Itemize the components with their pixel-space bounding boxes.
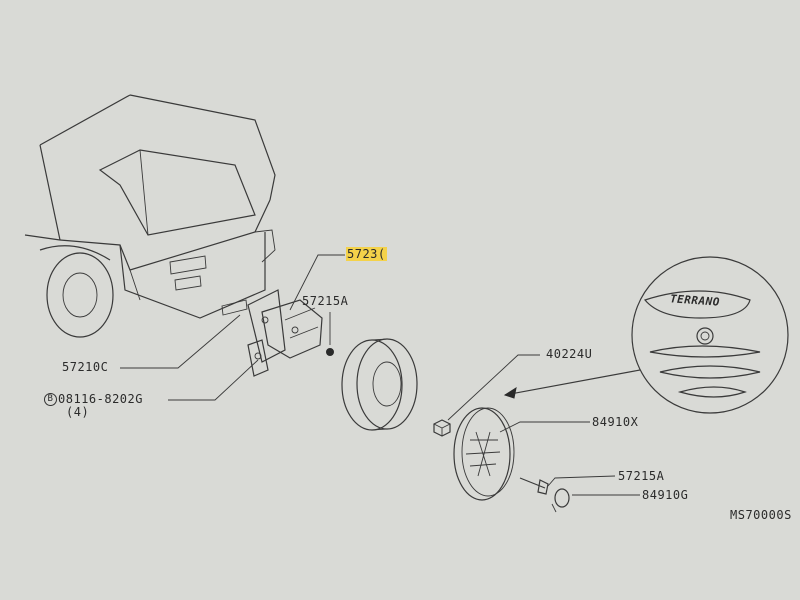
spare-tire-cover bbox=[631, 256, 789, 414]
bolt-symbol-icon: B bbox=[44, 393, 57, 406]
label-plug-upper: 57215A bbox=[302, 294, 349, 308]
label-bracket-assembly: 5723( bbox=[346, 247, 387, 261]
label-cover-emblem: 84910X bbox=[592, 415, 639, 429]
vehicle-rear-body bbox=[24, 94, 276, 338]
label-plug-lower: 57215A bbox=[618, 469, 665, 483]
spare-tire-bracket bbox=[247, 289, 323, 377]
cap-part bbox=[551, 488, 570, 513]
figure-code: MS70000S bbox=[730, 508, 792, 522]
spare-tire bbox=[341, 338, 418, 431]
leader-lines bbox=[120, 254, 641, 496]
label-bracket-left: 57210C bbox=[62, 360, 109, 374]
label-cap: 84910G bbox=[642, 488, 689, 502]
label-bolt-qty: (4) bbox=[66, 405, 90, 419]
label-nut: 40224U bbox=[546, 347, 593, 361]
plug-lower-part bbox=[519, 477, 549, 495]
bolt-part-number: 08116-8202G bbox=[58, 392, 143, 406]
highlighted-part-number: 5723( bbox=[346, 247, 387, 261]
cover-emblem-part bbox=[453, 407, 515, 501]
plug-57215a-part bbox=[326, 348, 334, 356]
nut-part bbox=[433, 419, 451, 437]
